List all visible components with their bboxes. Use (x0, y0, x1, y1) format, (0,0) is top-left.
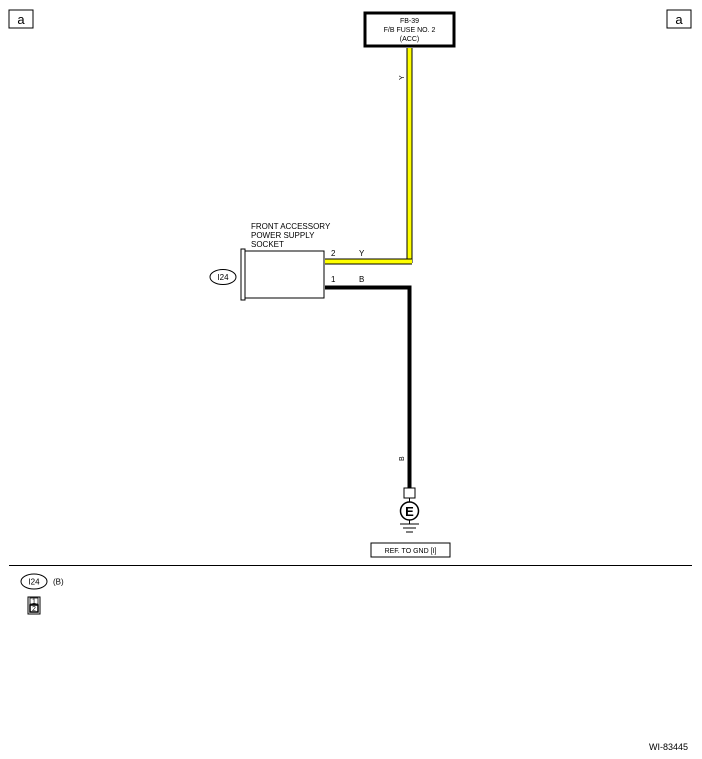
socket-name-line2: POWER SUPPLY (251, 231, 315, 240)
corner-ref-left-label: a (17, 12, 25, 27)
ground-reference-box: REF. TO GND [I] (370, 542, 451, 558)
ground-letter: E (405, 504, 414, 519)
accessory-socket (240, 248, 325, 301)
ground-symbol-icon: E (399, 487, 420, 533)
wire-color-upper-vertical: Y (399, 75, 406, 80)
connector-id: I24 (217, 273, 229, 282)
corner-ref-right-label: a (675, 12, 683, 27)
wire-color-pin2: Y (359, 249, 365, 258)
wire-color-pin1: B (359, 275, 364, 284)
legend-connector-id: I24 (28, 578, 40, 587)
diagram-id: WI-83445 (649, 742, 688, 752)
fuse-box: FB-39 F/B FUSE NO. 2 (ACC) (363, 11, 456, 48)
wire-color-lower-vertical: B (399, 456, 406, 461)
corner-ref-left: a (8, 9, 34, 29)
socket-pin-2: 2 (331, 249, 336, 258)
fuse-name: F/B FUSE NO. 2 (384, 27, 436, 34)
connector-legend: I24 (B) 1 2 (20, 573, 64, 615)
socket-pin-1: 1 (331, 275, 336, 284)
corner-ref-right: a (666, 9, 692, 29)
ground-reference: REF. TO GND [I] (385, 548, 437, 555)
yellow-wire (325, 48, 413, 265)
legend-pin-1: 1 (32, 599, 36, 606)
legend-connector-color: (B) (53, 578, 64, 587)
fuse-circuit: (ACC) (400, 36, 419, 43)
socket-name-line1: FRONT ACCESSORY (251, 222, 331, 231)
socket-name-line3: SOCKET (251, 240, 284, 249)
connector-oval: I24 (209, 269, 237, 285)
black-wire (325, 285, 412, 488)
legend-pin-2: 2 (32, 606, 36, 613)
fuse-id: FB-39 (400, 18, 419, 25)
